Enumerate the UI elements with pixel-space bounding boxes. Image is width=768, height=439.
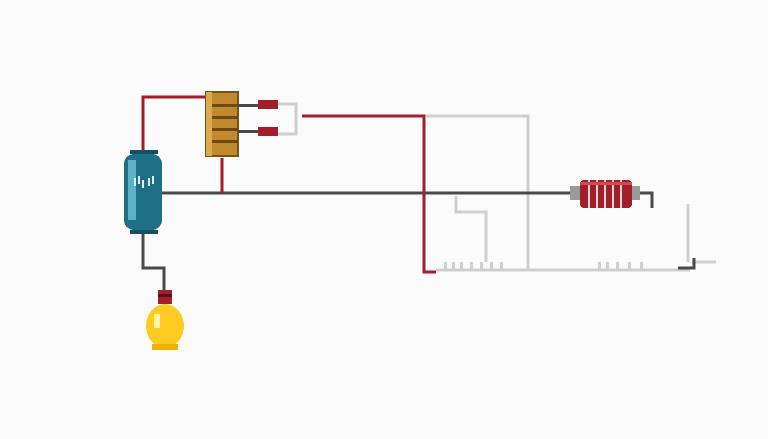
capacitor-icon [205, 91, 239, 157]
capacitor-plate [206, 104, 238, 107]
capacitor-plate [206, 140, 238, 143]
faded-tick [598, 262, 601, 270]
coil-winding [612, 180, 614, 208]
bulb-base-thread [158, 294, 172, 297]
faded-tick [628, 262, 631, 270]
faded-wire-cap-right [278, 102, 298, 136]
faded-wire-top-loop [426, 114, 530, 270]
capacitor-terminal-bottom [258, 127, 278, 136]
faded-tick [606, 262, 609, 270]
bulb-highlight [154, 314, 160, 328]
battery-marking [148, 178, 150, 186]
faded-tick [490, 262, 493, 270]
faded-tick [480, 262, 483, 270]
battery-icon [124, 150, 162, 234]
battery-bottom-cap [130, 230, 158, 234]
faded-wire-ticks [444, 262, 643, 270]
bulb-lead-wire [141, 230, 166, 292]
coil-highlight [580, 182, 632, 185]
capacitor-plate [206, 128, 238, 131]
top-red-wire [302, 114, 436, 274]
faded-tick [460, 262, 463, 270]
capacitor-lead-bottom [238, 130, 260, 133]
coil-winding [604, 180, 606, 208]
battery-top-cap [130, 150, 158, 154]
faded-tick [444, 262, 447, 270]
capacitor-plate [206, 116, 238, 119]
faded-tick [452, 262, 455, 270]
battery-marking [134, 178, 136, 186]
bottom-right-joint [678, 258, 696, 270]
coil-icon [570, 180, 640, 208]
capacitor-red-leads [238, 100, 278, 136]
coil-right-lead [638, 191, 654, 208]
dark-wire-group [141, 191, 696, 292]
faded-wire-group [278, 102, 716, 272]
battery-marking [138, 176, 140, 184]
faded-tick [470, 262, 473, 270]
capacitor-terminal-top [258, 100, 278, 109]
coil-winding [588, 180, 590, 208]
battery-highlight [128, 160, 136, 220]
bulb-bottom [152, 344, 178, 350]
light-bulb-icon [146, 290, 184, 350]
capacitor-highlight [206, 92, 212, 156]
battery-to-capacitor-wire [141, 95, 208, 152]
red-wire-group [141, 95, 436, 274]
bulb-glass [146, 304, 184, 348]
coil-winding [596, 180, 598, 208]
faded-wire-step-left [454, 196, 488, 262]
battery-marking [142, 180, 144, 188]
faded-tick [616, 262, 619, 270]
coil-winding [620, 180, 622, 208]
faded-tick [500, 262, 503, 270]
faded-tick [640, 262, 643, 270]
capacitor-lead-top [238, 104, 260, 107]
battery-marking [152, 176, 154, 184]
